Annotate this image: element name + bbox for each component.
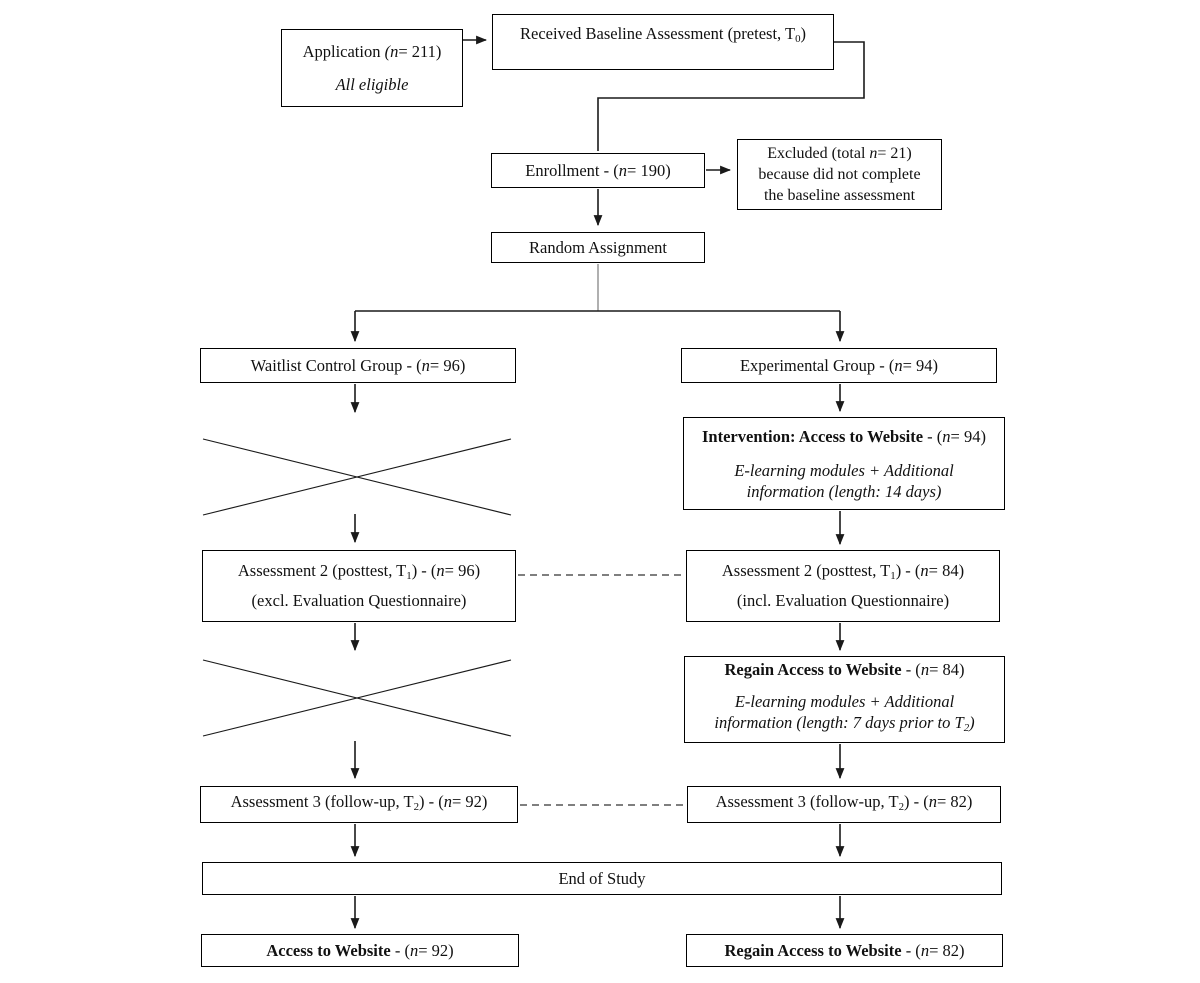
end-of-study-label: End of Study bbox=[558, 869, 646, 888]
intervention-box: Intervention: Access to Website - (n= 94… bbox=[683, 417, 1005, 510]
access-website-control-box: Access to Website - (n= 92) bbox=[201, 934, 519, 967]
end-of-study-box: End of Study bbox=[202, 862, 1002, 895]
regain-website-experimental-box: Regain Access to Website - (n= 82) bbox=[686, 934, 1003, 967]
experimental-group-label: Experimental Group - (n= 94) bbox=[739, 356, 939, 375]
no-intervention-cross2-line-b bbox=[202, 659, 512, 737]
assessment2-control-label: Assessment 2 (posttest, T1) - (n= 96) bbox=[237, 561, 481, 583]
excluded-label: Excluded (total n= 21) bbox=[767, 145, 912, 162]
regain-access-detail-line1: E-learning modules + Additional bbox=[734, 692, 955, 712]
assessment2-experimental-box: Assessment 2 (posttest, T1) - (n= 84) (i… bbox=[686, 550, 1000, 622]
assessment2-control-box: Assessment 2 (posttest, T1) - (n= 96) (e… bbox=[202, 550, 516, 622]
enrollment-label: Enrollment - (n= 190) bbox=[525, 161, 671, 180]
baseline-assessment-box: Received Baseline Assessment (pretest, T… bbox=[492, 14, 834, 70]
assessment2-experimental-label: Assessment 2 (posttest, T1) - (n= 84) bbox=[721, 561, 965, 583]
excluded-box: Excluded (total n= 21) because did not c… bbox=[737, 139, 942, 210]
experimental-group-box: Experimental Group - (n= 94) bbox=[681, 348, 997, 383]
baseline-assessment-label: Received Baseline Assessment (pretest, T… bbox=[519, 24, 807, 46]
assessment3-experimental-box: Assessment 3 (follow-up, T2) - (n= 82) bbox=[687, 786, 1001, 823]
regain-access-title: Regain Access to Website - (n= 84) bbox=[724, 660, 965, 680]
assessment2-control-note: (excl. Evaluation Questionnaire) bbox=[251, 591, 467, 610]
assessment3-experimental-label: Assessment 3 (follow-up, T2) - (n= 82) bbox=[715, 791, 973, 814]
baseline-to-enrollment-connector bbox=[597, 41, 865, 151]
excluded-reason-line1: because did not complete bbox=[758, 166, 921, 183]
application-note: All eligible bbox=[335, 74, 409, 94]
intervention-title: Intervention: Access to Website - (n= 94… bbox=[702, 426, 986, 446]
assessment2-experimental-note: (incl. Evaluation Questionnaire) bbox=[736, 591, 950, 610]
enrollment-box: Enrollment - (n= 190) bbox=[491, 153, 705, 188]
no-intervention-cross1-line-b bbox=[202, 438, 512, 516]
waitlist-group-label: Waitlist Control Group - (n= 96) bbox=[250, 356, 466, 375]
intervention-detail-line2: information (length: 14 days) bbox=[746, 481, 942, 501]
regain-access-box: Regain Access to Website - (n= 84) E-lea… bbox=[684, 656, 1005, 743]
assessment3-control-label: Assessment 3 (follow-up, T2) - (n= 92) bbox=[230, 791, 488, 814]
waitlist-group-box: Waitlist Control Group - (n= 96) bbox=[200, 348, 516, 383]
access-website-control-label: Access to Website - (n= 92) bbox=[266, 941, 454, 960]
excluded-reason-line2: the baseline assessment bbox=[763, 187, 916, 204]
application-label: Application (n= 211) bbox=[302, 42, 442, 62]
random-assignment-label: Random Assignment bbox=[529, 238, 667, 257]
application-box: Application (n= 211) All eligible bbox=[281, 29, 463, 107]
regain-access-detail-line2: information (length: 7 days prior to T2) bbox=[714, 713, 975, 735]
random-assignment-box: Random Assignment bbox=[491, 232, 705, 263]
intervention-detail-line1: E-learning modules + Additional bbox=[734, 460, 954, 480]
regain-website-experimental-label: Regain Access to Website - (n= 82) bbox=[724, 941, 965, 960]
assessment3-control-box: Assessment 3 (follow-up, T2) - (n= 92) bbox=[200, 786, 518, 823]
